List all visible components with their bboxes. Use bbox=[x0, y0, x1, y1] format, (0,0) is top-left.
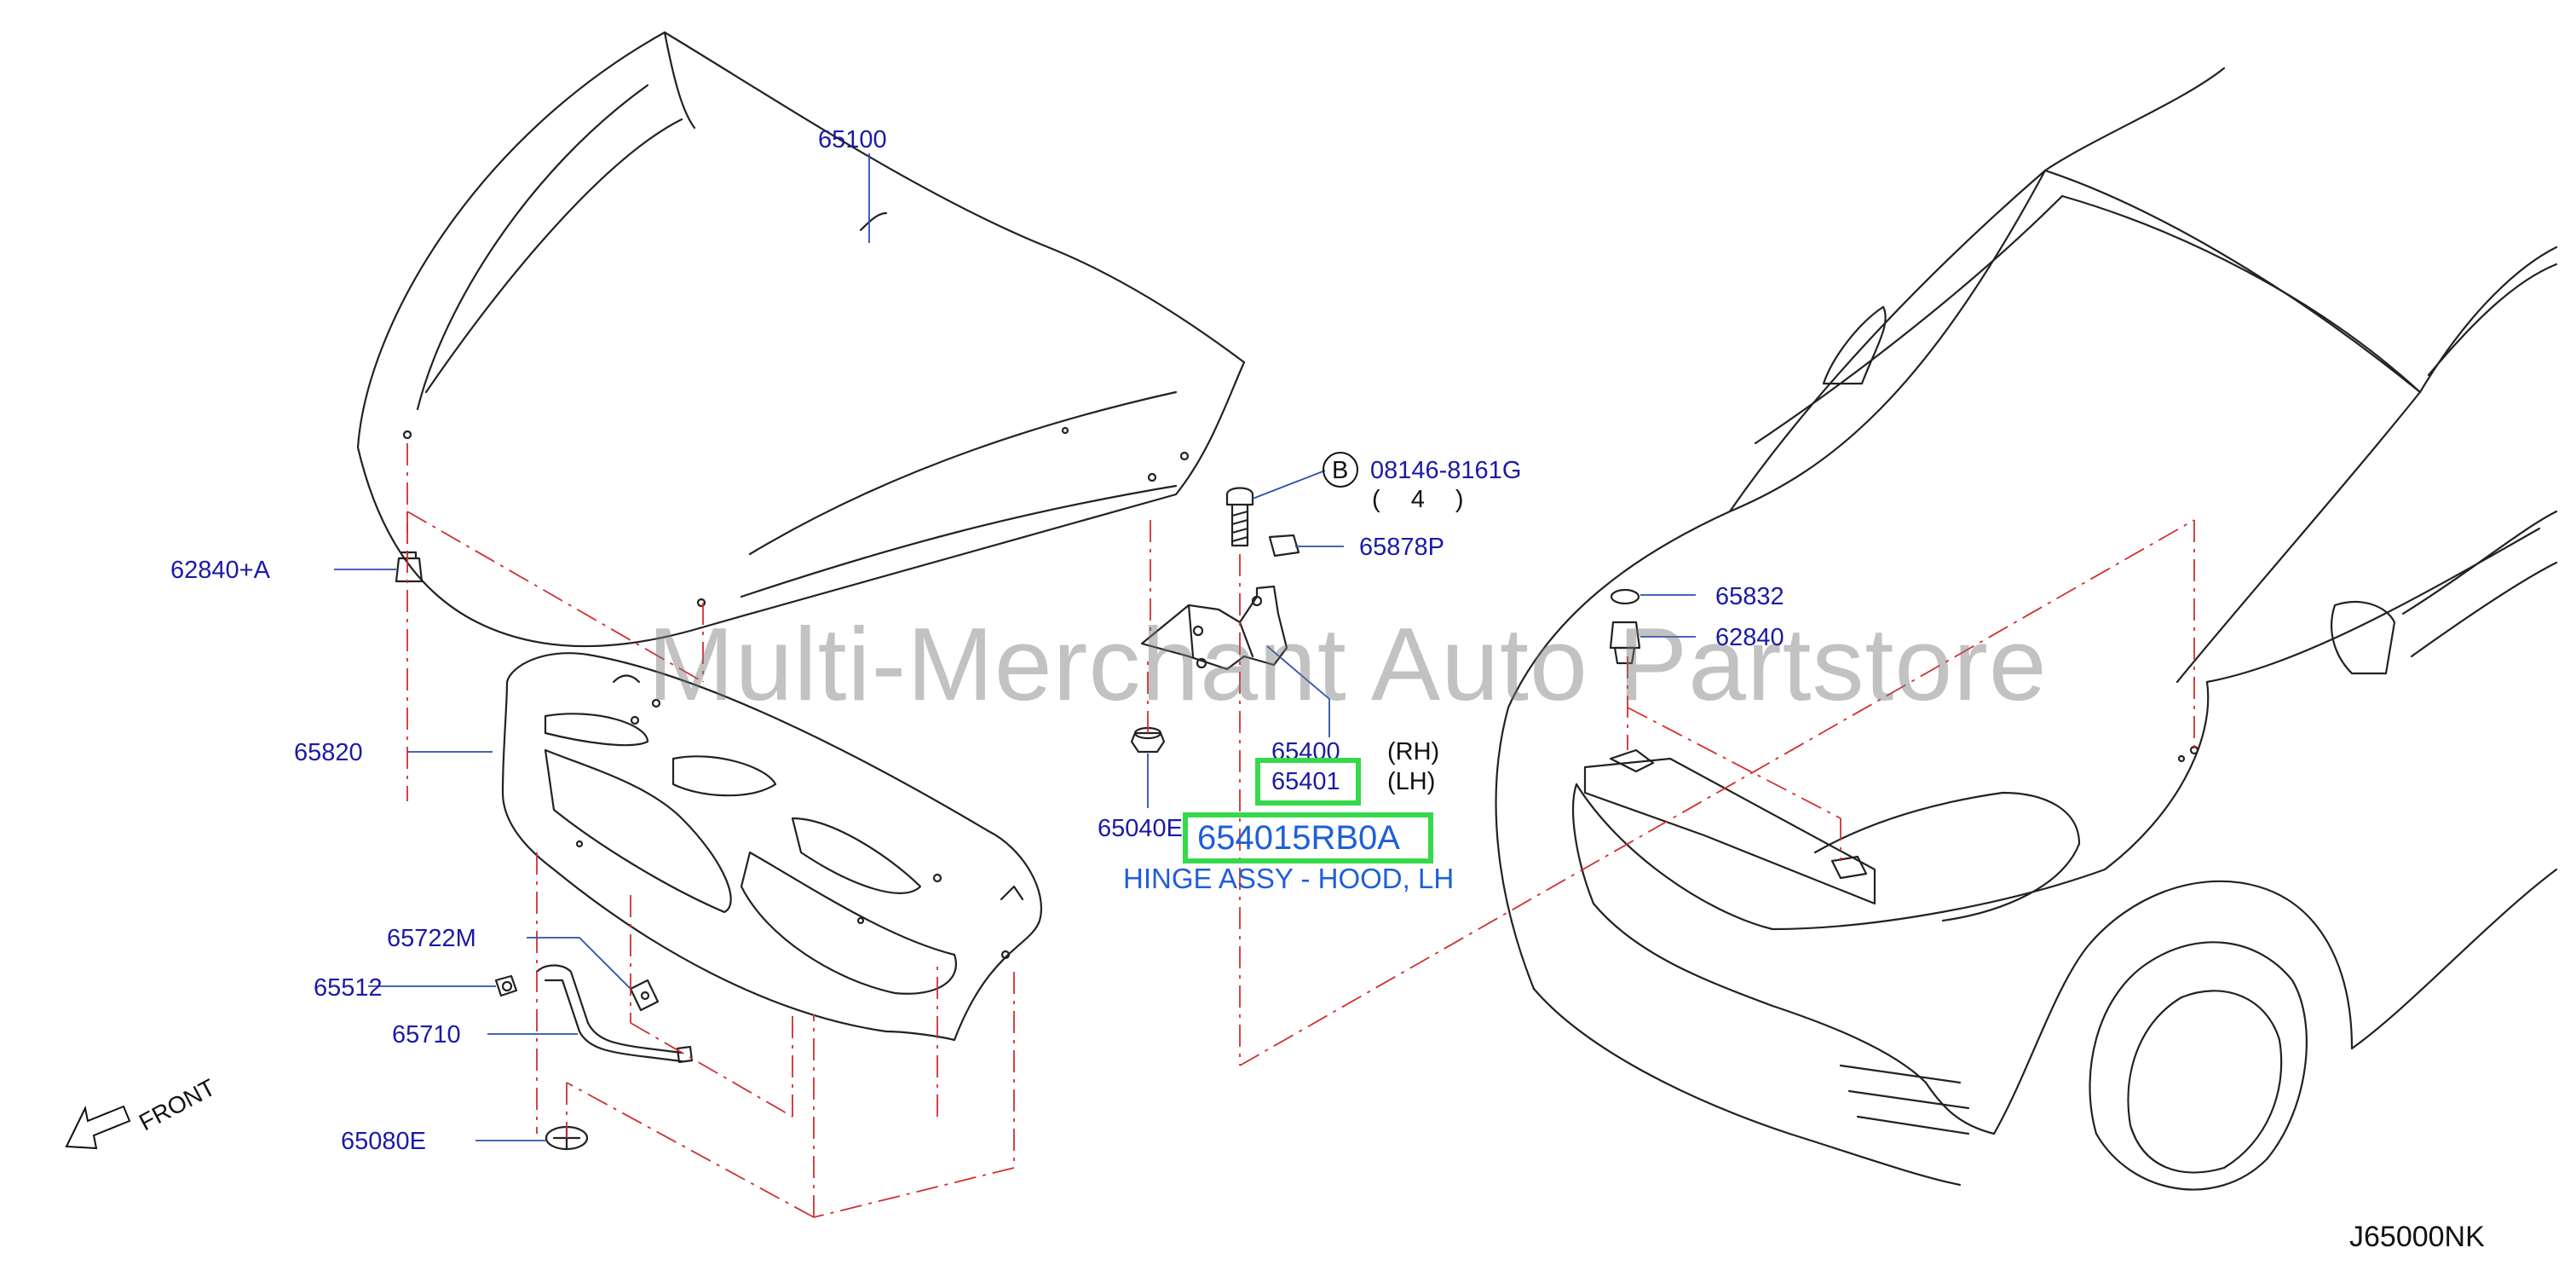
label-65401[interactable]: 65401 bbox=[1271, 768, 1340, 795]
highlight-selected-part bbox=[1183, 812, 1433, 864]
label-lh: (LH) bbox=[1387, 768, 1436, 795]
label-65832[interactable]: 65832 bbox=[1715, 583, 1784, 610]
label-65512[interactable]: 65512 bbox=[314, 974, 383, 1002]
bolt-symbol-circle bbox=[1323, 453, 1357, 487]
centerlines bbox=[407, 443, 2194, 1217]
bolt-symbol: B bbox=[1332, 457, 1349, 484]
front-arrow-icon bbox=[66, 1106, 130, 1148]
hood-stay-rod bbox=[496, 966, 692, 1063]
drawing-id: J65000NK bbox=[2349, 1221, 2485, 1253]
label-65722m[interactable]: 65722M bbox=[387, 925, 476, 952]
label-65100[interactable]: 65100 bbox=[818, 126, 887, 153]
label-62840a[interactable]: 62840+A bbox=[170, 557, 270, 584]
watermark: Multi-Merchant Auto Partstore bbox=[648, 606, 2048, 722]
selected-part-number[interactable]: 654015RB0A bbox=[1197, 819, 1400, 857]
vehicle-front bbox=[1496, 68, 2556, 1190]
label-rh: (RH) bbox=[1387, 738, 1440, 765]
hood-hinge bbox=[1142, 586, 1287, 669]
label-65878p[interactable]: 65878P bbox=[1359, 534, 1444, 561]
label-62840[interactable]: 62840 bbox=[1715, 624, 1784, 651]
label-65820[interactable]: 65820 bbox=[294, 739, 363, 766]
highlight-65401 bbox=[1255, 758, 1361, 806]
label-65080e[interactable]: 65080E bbox=[341, 1128, 426, 1155]
label-65710[interactable]: 65710 bbox=[392, 1021, 461, 1048]
hood-panel bbox=[358, 32, 1244, 646]
leader-lines bbox=[334, 153, 1696, 1141]
selected-part-description: HINGE ASSY - HOOD, LH bbox=[1123, 863, 1455, 894]
hood-insulator bbox=[503, 653, 1041, 1040]
label-08146-8161g[interactable]: 08146-8161G bbox=[1370, 457, 1522, 484]
label-quantity: ( 4 ) bbox=[1372, 486, 1476, 513]
bolt-08146 bbox=[1227, 488, 1253, 546]
label-65040e[interactable]: 65040E bbox=[1098, 815, 1183, 842]
clip-65878p bbox=[1270, 535, 1299, 556]
